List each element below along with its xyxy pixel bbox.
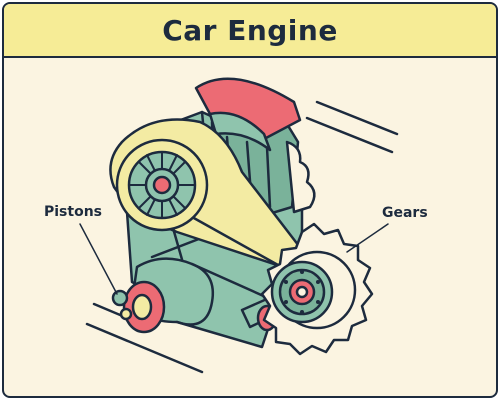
- label-gears: Gears: [382, 205, 428, 221]
- pulley-wheel: [115, 138, 209, 232]
- red-cap: [194, 77, 302, 152]
- engine-illustration: [79, 77, 399, 374]
- label-pistons: Pistons: [44, 204, 103, 220]
- gears-leader-line: [346, 223, 389, 253]
- page-title: Car Engine: [162, 13, 338, 47]
- pistons-leader-line: [79, 223, 118, 295]
- cogwheel-gear: [260, 222, 374, 356]
- title-banner: Car Engine: [4, 4, 496, 58]
